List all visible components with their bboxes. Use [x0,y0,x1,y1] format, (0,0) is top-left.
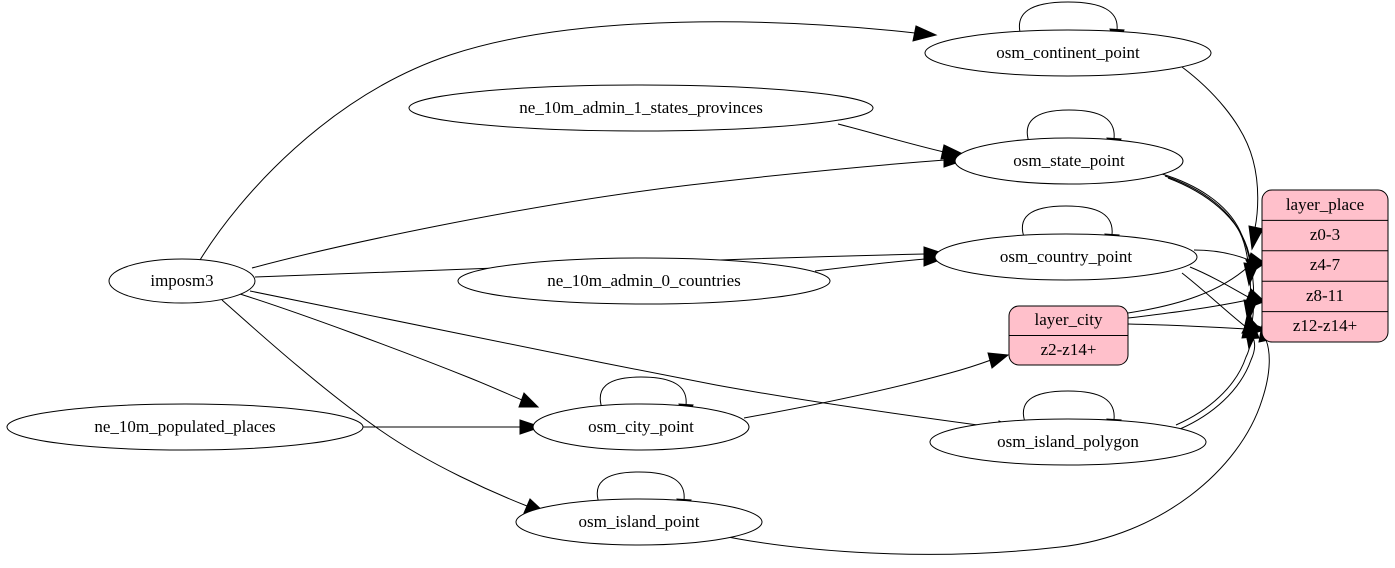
record-row-layer_place-header: layer_place [1286,195,1364,214]
edge-imposm3-to-osm_city_point [239,293,540,408]
record-node-layer_city[interactable]: layer_city z2-z14+ [1008,305,1129,366]
record-node-layer_place[interactable]: layer_place z0-3 z4-7 z8-11 z12-z14+ [1261,189,1389,343]
record-row-layer_place-z8[interactable]: z8-11 [1306,286,1344,305]
node-osm_state_point[interactable]: osm_state_point [954,137,1184,185]
edge-osm_continent_point-to-layer_place-z0 [1181,66,1264,251]
node-osm_continent_point[interactable]: osm_continent_point [924,29,1212,77]
node-ne_10m_populated_places[interactable]: ne_10m_populated_places [6,403,364,451]
node-label-osm_continent_point: osm_continent_point [996,43,1140,62]
record-row-layer_place-z0[interactable]: z0-3 [1310,225,1340,244]
node-label-ne_10m_admin_1_states_provinces: ne_10m_admin_1_states_provinces [519,98,763,117]
edge-ne_10m_admin_1_states_provinces-to-osm_state_point [837,123,967,160]
record-row-layer_place-z4[interactable]: z4-7 [1310,255,1341,274]
edge-osm_city_point-to-layer_city [743,352,1010,419]
node-osm_city_point[interactable]: osm_city_point [532,403,750,451]
edge-osm_island_polygon-to-layer_place-z12-b [1175,314,1256,426]
edge-ne_10m_populated_places-to-osm_city_point [363,419,543,435]
node-ne_10m_admin_1_states_provinces[interactable]: ne_10m_admin_1_states_provinces [408,84,874,132]
record-node-layer: layer_city z2-z14+ layer_place z0-3 z4-7… [1008,189,1389,366]
node-label-imposm3: imposm3 [150,271,213,290]
node-label-ne_10m_admin_0_countries: ne_10m_admin_0_countries [547,271,741,290]
node-label-osm_island_polygon: osm_island_polygon [997,432,1139,451]
edge-layer_city-to-layer_place-z4-alt [1127,259,1267,314]
edge-ne_10m_admin_0_countries-to-osm_country_point [814,251,947,272]
record-row-layer_city-header: layer_city [1035,310,1103,329]
node-layer: imposm3 ne_10m_admin_1_states_provinces … [6,29,1212,546]
node-label-osm_country_point: osm_country_point [1000,247,1132,266]
node-osm_island_polygon[interactable]: osm_island_polygon [929,418,1207,466]
node-ne_10m_admin_0_countries[interactable]: ne_10m_admin_0_countries [457,257,831,305]
node-osm_island_point[interactable]: osm_island_point [515,498,763,546]
node-osm_country_point[interactable]: osm_country_point [934,233,1198,281]
node-imposm3[interactable]: imposm3 [108,258,256,304]
record-row-layer_place-z12[interactable]: z12-z14+ [1293,316,1357,335]
node-label-osm_city_point: osm_city_point [588,417,694,436]
node-label-osm_island_point: osm_island_point [579,512,700,531]
node-label-osm_state_point: osm_state_point [1013,151,1125,170]
record-row-layer_city-z2[interactable]: z2-z14+ [1041,340,1097,359]
edge-layer_city-to-layer_place-z8 [1127,292,1268,319]
edge-imposm3-to-osm_continent_point [199,21,938,261]
edge-imposm3-to-osm_state_point [251,152,967,269]
node-label-ne_10m_populated_places: ne_10m_populated_places [94,417,275,436]
